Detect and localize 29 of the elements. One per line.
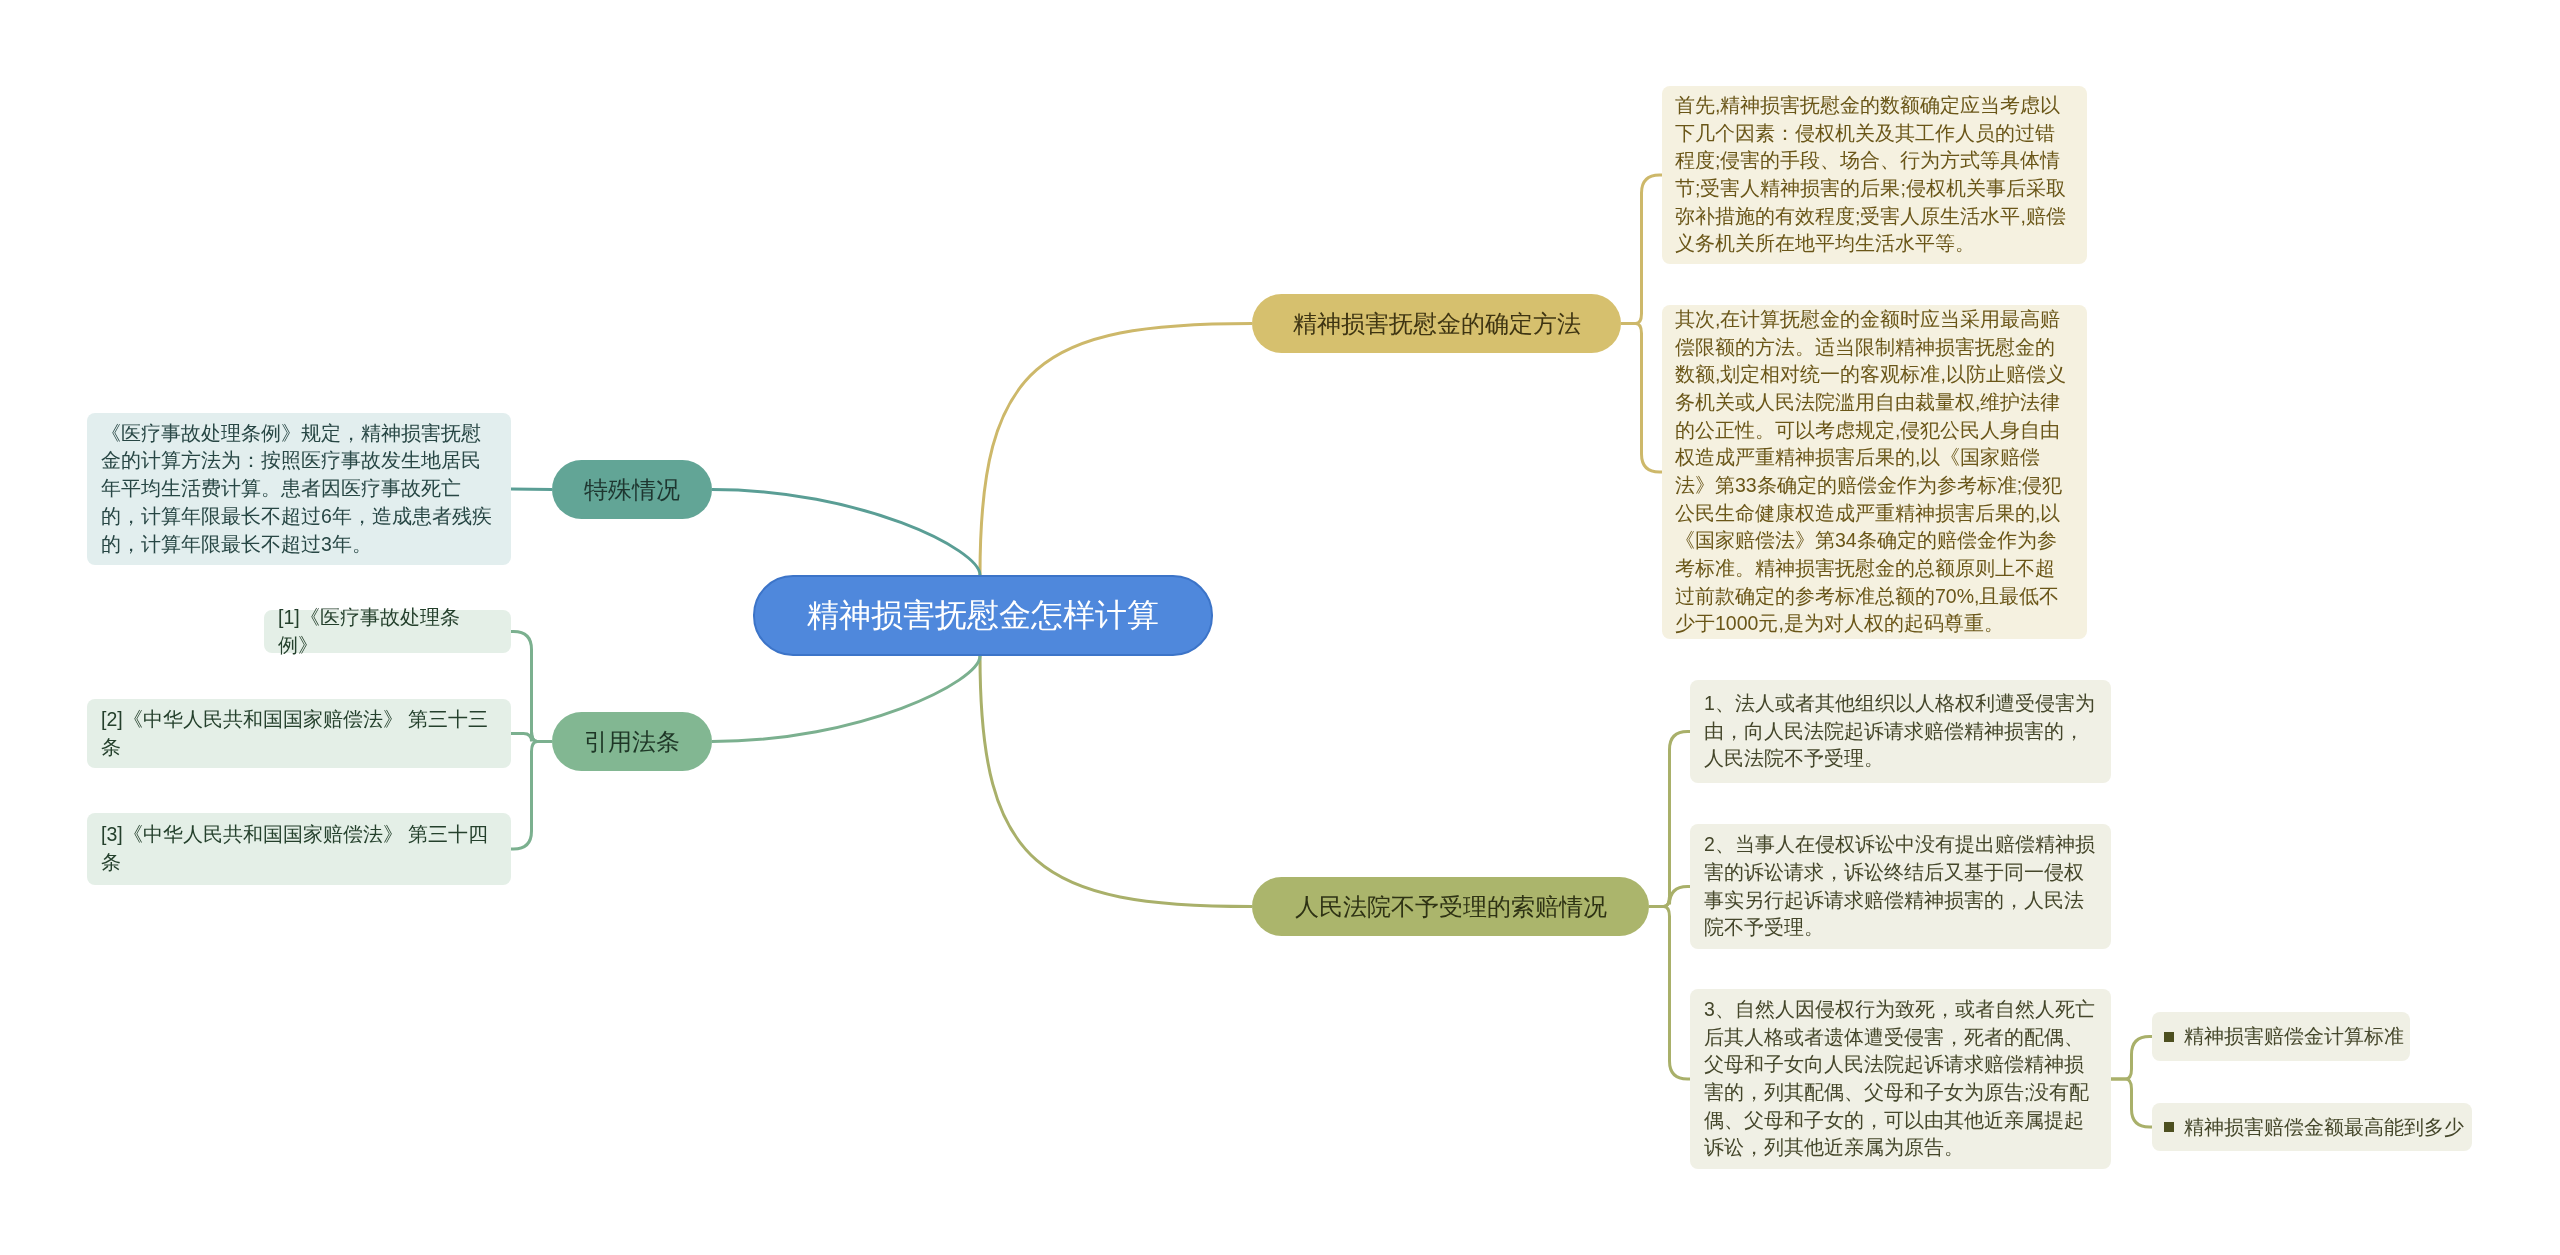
node-text: 首先,精神损害抚慰金的数额确定应当考虑以下几个因素：侵权机关及其工作人员的过错程度;侵害的手段、场合、行为方式等具体情节;受害人精神损害的后果;侵权机关事后采取弥补措施的有效程度;受害人原生活水平,赔偿义务机关所在地平均生活水平等。: [1675, 92, 2067, 257]
reference-box: [87, 813, 511, 885]
node-text: 引用法条: [584, 726, 680, 757]
node-text: 人民法院不予受理的索赔情况: [1294, 891, 1607, 922]
subtopic-box: [2152, 1012, 2410, 1061]
connector-line: [978, 655, 1253, 908]
connector-line: [711, 655, 982, 743]
node-text: 精神损害赔偿金计算标准: [2184, 1024, 2404, 1049]
node-text: 1、法人或者其他组织以人格权利遭受侵害为由，向人民法院起诉请求赔偿精神损害的，人民法院不予受理。: [1704, 690, 2096, 772]
note-box: [1690, 680, 2111, 783]
node-text: [1]《医疗事故处理条例》: [278, 604, 461, 658]
connector-line: [510, 487, 553, 491]
node-text: 2、当事人在侵权诉讼中没有提出赔偿精神损害的诉讼请求，诉讼终结后又基于同一侵权事实另行起诉请求赔偿精神损害的，人民法院不予受理。: [1704, 832, 2096, 941]
subtopic-box: [2152, 1103, 2472, 1151]
node-text: 精神损害抚慰金的确定方法: [1292, 308, 1581, 339]
node-text: 精神损害赔偿金额最高能到多少: [2184, 1114, 2464, 1140]
node-text: 精神损害抚慰金怎样计算: [807, 595, 1159, 635]
node-text: 3、自然人因侵权行为致死，或者自然人死亡后其人格或者遗体遭受侵害，死者的配偶、父母和子女向人民法院起诉请求赔偿精神损害的，列其配偶、父母和子女为原告;没有配偶、父母和子女的，可以由其他近亲属提起诉讼，列其他近亲属为原告。: [1704, 996, 2096, 1161]
node-text: [3]《中华人民共和国国家赔偿法》 第三十四条: [101, 822, 490, 875]
note-box: [87, 413, 511, 565]
node-text: 《医疗事故处理条例》规定，精神损害抚慰金的计算方法为：按照医疗事故发生地居民年平均生活费计算。患者因医疗事故死亡的，计算年限最长不超过6年，造成患者残疾的，计算年限最长不超过3年。: [101, 420, 493, 557]
node-text: 特殊情况: [584, 474, 680, 505]
reference-box: [87, 699, 511, 768]
note-box: [1690, 824, 2111, 949]
node-text: 其次,在计算抚慰金的金额时应当采用最高赔偿限额的方法。适当限制精神损害抚慰金的数额,划定相对统一的客观标准,以防止赔偿义务机关或人民法院滥用自由裁量权,维护法律的公正性。可以考虑规定,侵犯公民人身自由权造成严重精神损害后果的,以《国家赔偿法》第33条确定的赔偿金作为参考标准;侵犯公民生命健康权造成严重精神损害后果的,以《国家赔偿法》第34条确定的赔偿金作为参考标准。精神损害抚慰金的总额原则上不超过前款确定的参考标准总额的70%,且最低不少于1000元,是为对人权的起码尊重。: [1675, 306, 2067, 637]
connector-line: [2111, 1077, 2152, 1129]
node-text: [2]《中华人民共和国国家赔偿法》 第三十三条: [101, 706, 490, 760]
connector-line: [978, 322, 1253, 576]
connector-line: [711, 488, 982, 576]
